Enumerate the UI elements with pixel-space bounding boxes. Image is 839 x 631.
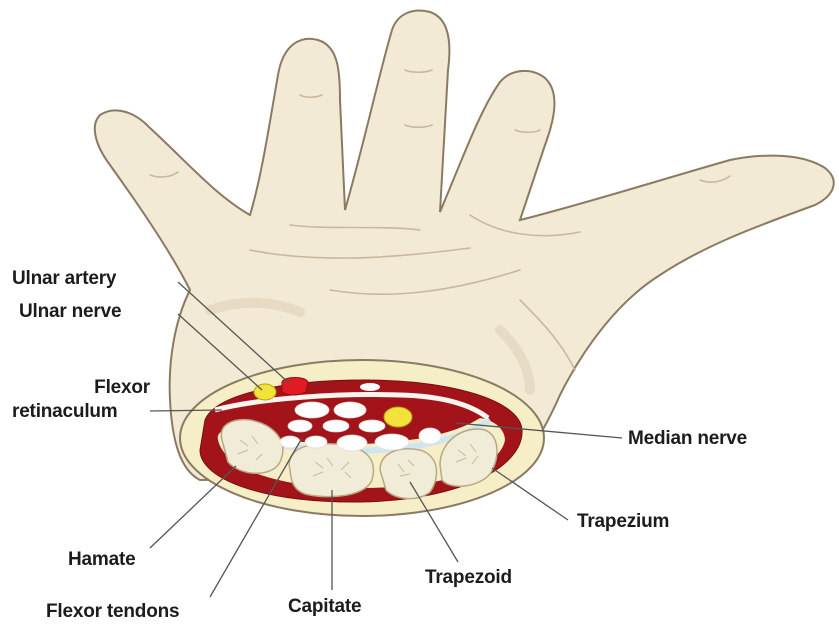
median-nerve xyxy=(384,407,412,427)
trapezoid-bone xyxy=(380,449,437,499)
label-retinaculum: retinaculum xyxy=(12,401,118,423)
label-median-nerve: Median nerve xyxy=(628,428,747,450)
label-flexor-tendons: Flexor tendons xyxy=(46,601,179,623)
upper-tendon xyxy=(360,383,380,391)
label-ulnar-nerve: Ulnar nerve xyxy=(19,301,121,323)
label-trapezium: Trapezium xyxy=(577,511,669,533)
label-trapezoid: Trapezoid xyxy=(425,567,512,589)
label-hamate: Hamate xyxy=(68,549,135,571)
label-flexor: Flexor xyxy=(60,377,150,399)
label-capitate: Capitate xyxy=(288,596,361,618)
capitate-bone xyxy=(289,444,373,497)
label-ulnar-artery: Ulnar artery xyxy=(12,268,116,290)
